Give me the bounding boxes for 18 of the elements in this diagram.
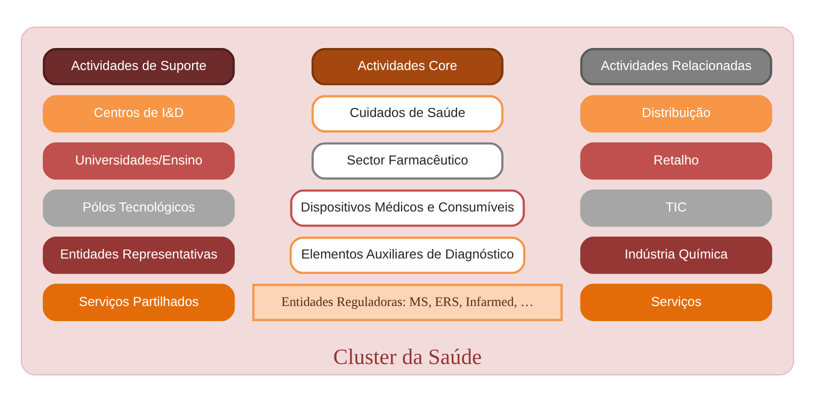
node-box: Distribuição (580, 94, 772, 132)
node-box: Indústria Química (580, 236, 772, 274)
node-box: Serviços (580, 283, 772, 321)
node-box: Retalho (580, 142, 772, 180)
node-box: Entidades Reguladoras: MS, ERS, Infarmed, … (252, 283, 563, 321)
node-box: Sector Farmacêutico (312, 142, 504, 180)
node-box: Dispositivos Médicos e Consumíveis (290, 188, 525, 226)
node-box: Elementos Auxiliares de Diagnóstico (290, 236, 526, 274)
node-box: Pólos Tecnológicos (42, 188, 235, 226)
node-box: Actividades Relacionadas (580, 48, 772, 85)
node-box: Serviços Partilhados (42, 283, 235, 321)
node-box: Entidades Representativas (42, 236, 235, 274)
node-box: Cuidados de Saúde (312, 94, 504, 132)
node-box: TIC (580, 188, 772, 226)
node-box: Centros de I&D (42, 94, 235, 132)
node-box: Actividades de Suporte (42, 48, 235, 85)
node-box: Actividades Core (312, 48, 504, 85)
node-box: Universidades/Ensino (42, 142, 235, 180)
